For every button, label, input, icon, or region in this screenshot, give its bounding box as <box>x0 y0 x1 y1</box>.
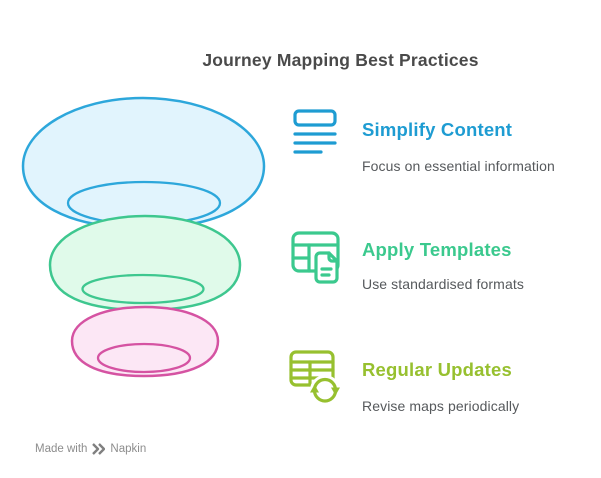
section-title-regular-updates: Regular Updates <box>362 359 513 380</box>
table-document-icon <box>287 231 341 285</box>
section-desc-regular-updates: Revise maps periodically <box>362 398 520 414</box>
funnel-layer-bottom <box>70 305 220 378</box>
funnel-diagram <box>21 96 266 378</box>
table-refresh-icon <box>288 349 344 405</box>
watermark-brand: Napkin <box>110 443 147 455</box>
napkin-logo-icon <box>92 443 106 455</box>
section-title-simplify-content: Simplify Content <box>362 119 513 140</box>
document-lines-icon <box>293 108 337 154</box>
napkin-watermark[interactable]: Made with Napkin <box>35 442 146 456</box>
funnel-layer-middle <box>48 214 242 312</box>
watermark-prefix: Made with <box>35 443 88 455</box>
section-desc-apply-templates: Use standardised formats <box>362 276 524 292</box>
page-title: Journey Mapping Best Practices <box>202 50 479 70</box>
section-title-apply-templates: Apply Templates <box>362 239 512 260</box>
section-desc-simplify-content: Focus on essential information <box>362 158 555 174</box>
funnel-layer-top <box>21 96 266 230</box>
